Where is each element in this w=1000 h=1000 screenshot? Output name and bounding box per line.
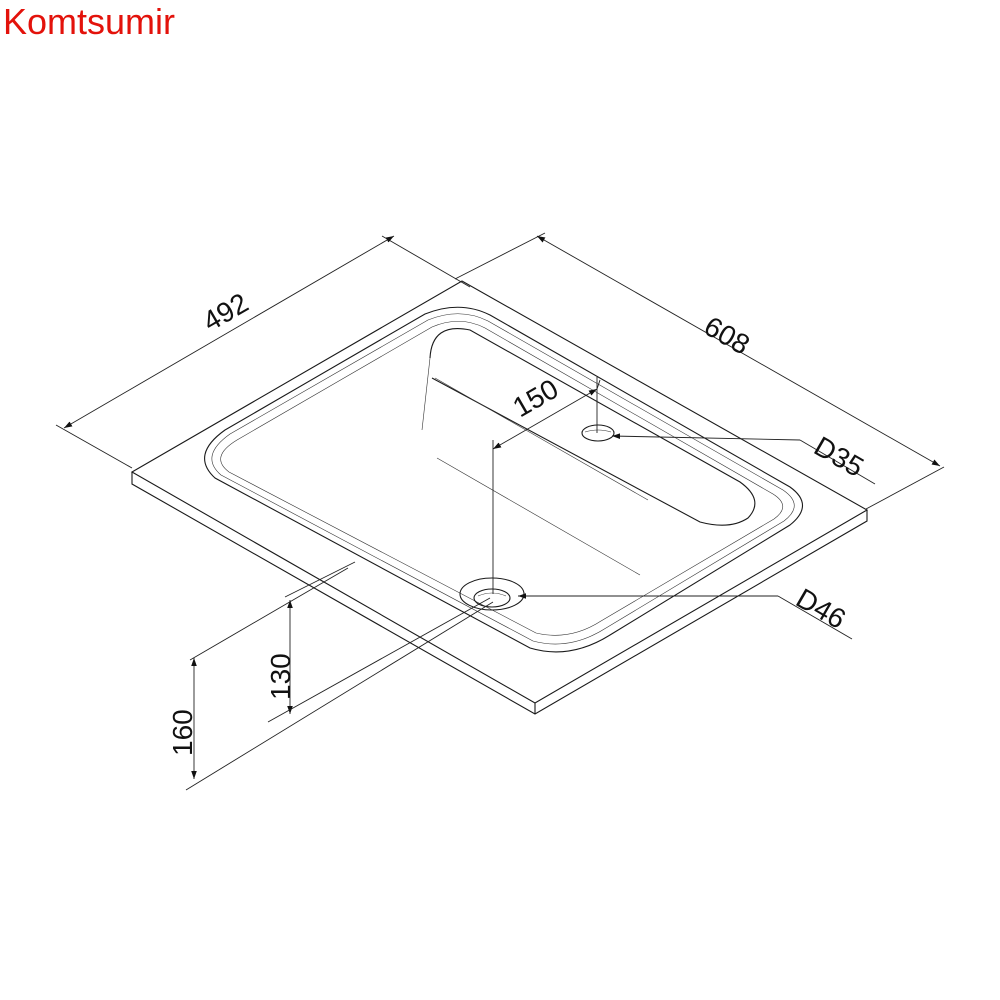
tap-hole	[581, 424, 615, 442]
countertop-slab	[130, 280, 869, 715]
basin-rim	[204, 306, 804, 653]
dimension-label-150: 150	[508, 373, 564, 423]
drain-hole	[459, 577, 525, 611]
dimension-492: 492	[55, 235, 471, 469]
dimension-label-608: 608	[699, 310, 755, 360]
dimension-160: 160	[167, 567, 494, 791]
dimension-label-130: 130	[265, 653, 296, 700]
brand-logo-text: Komtsumir	[3, 1, 176, 42]
dimension-label-160: 160	[167, 709, 198, 756]
basin-inner-surface	[421, 328, 756, 576]
dimension-150: 150	[492, 373, 601, 594]
dimension-608: 608	[454, 232, 945, 510]
label-d46: D46	[791, 582, 851, 635]
leader-d35: D35	[611, 430, 876, 485]
leader-d46: D46	[518, 582, 853, 640]
dimension-label-492: 492	[198, 287, 254, 337]
dimension-130: 130	[265, 561, 491, 723]
